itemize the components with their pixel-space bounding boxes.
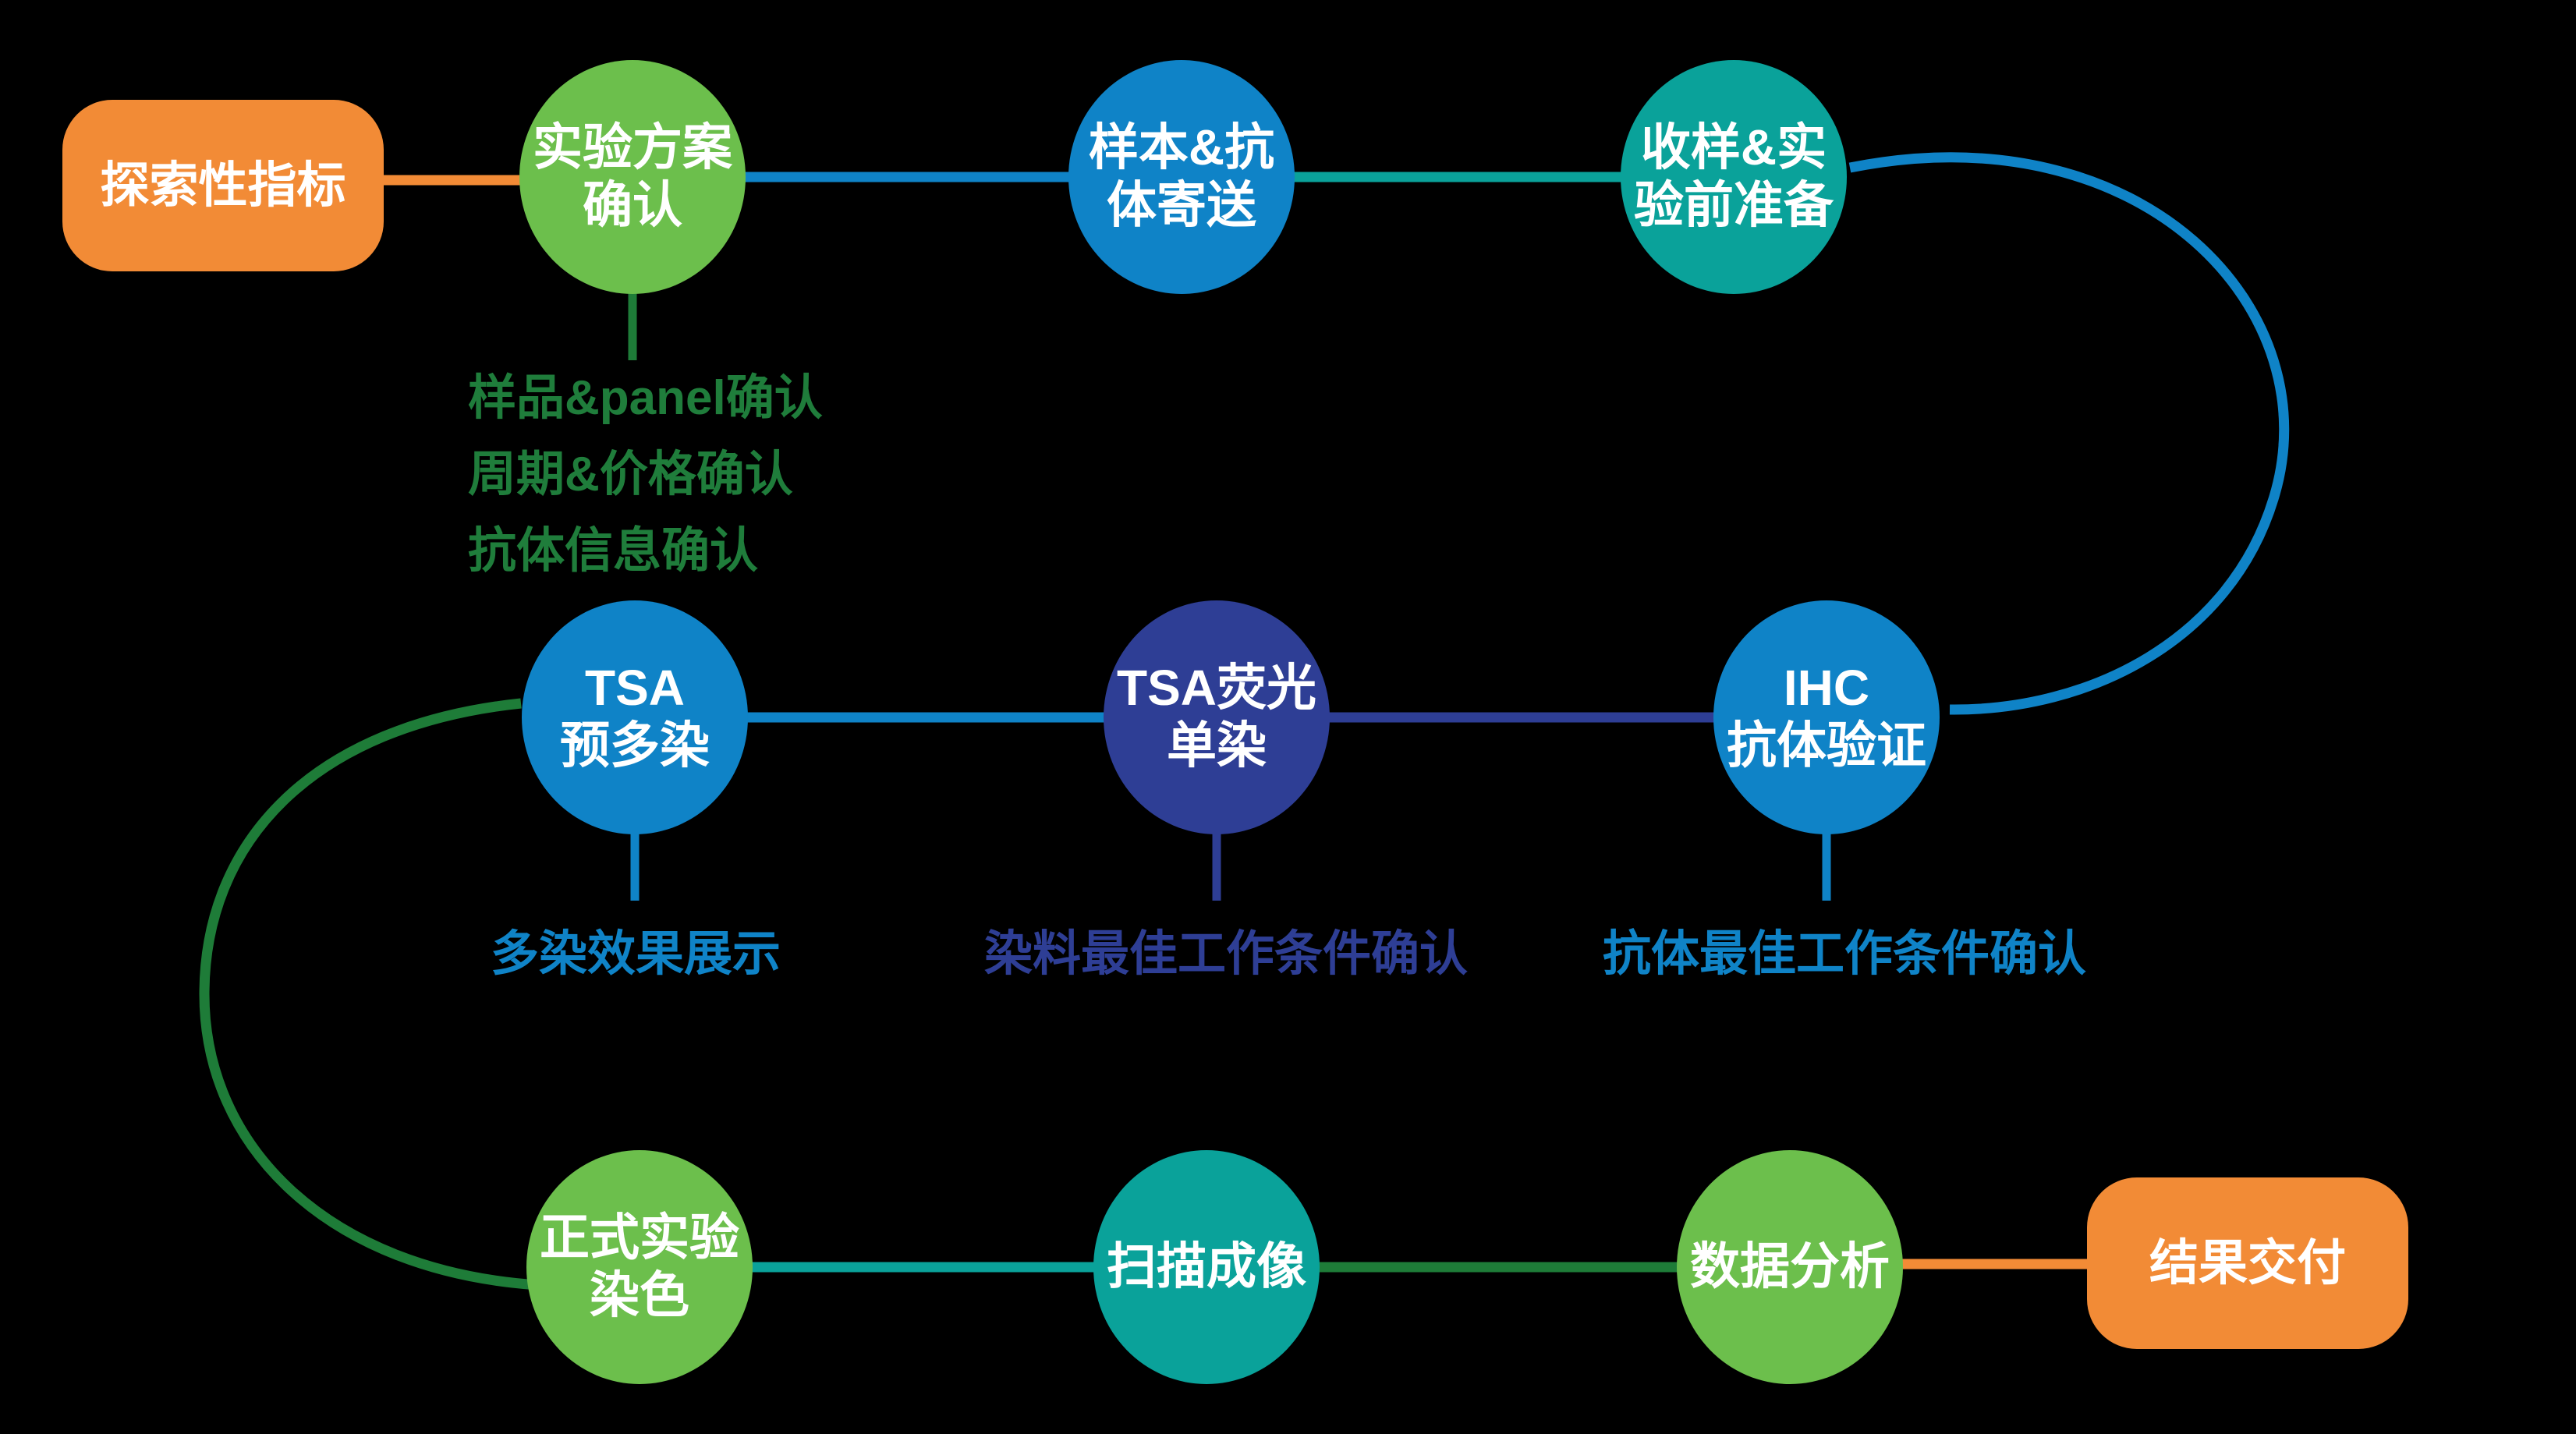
- node-label-line: 单染: [1167, 717, 1267, 774]
- node-label-line: 收样&实: [1640, 119, 1827, 176]
- connector-tsapre-formal-curve: [199, 698, 539, 1291]
- node-label-line: 样本&抗: [1088, 119, 1275, 176]
- node-label-line: 染色: [590, 1267, 689, 1323]
- node-result-delivery: 结果交付: [2087, 1177, 2408, 1349]
- node-label-line: 数据分析: [1690, 1238, 1890, 1295]
- node-label-line: 体寄送: [1107, 177, 1256, 233]
- node-sample-antibody-send: 样本&抗 体寄送: [1068, 60, 1295, 294]
- note-antibody-condition: 抗体最佳工作条件确认: [1602, 927, 2087, 981]
- note-multiplex-effect: 多染效果展示: [490, 927, 781, 981]
- node-label-line: 实验方案: [533, 119, 732, 176]
- connector-receive-ihc-curve: [1848, 152, 2290, 715]
- node-tsa-fluor-single: TSA荧光 单染: [1104, 600, 1330, 834]
- node-label-line: 正式实验: [540, 1209, 739, 1266]
- node-label-line: IHC: [1783, 660, 1870, 717]
- note-plan-details-line: 抗体信息确认: [468, 523, 759, 578]
- node-label-line: TSA: [585, 660, 685, 717]
- node-label-line: 验前准备: [1634, 177, 1834, 233]
- node-experiment-plan-confirm: 实验方案 确认: [519, 60, 746, 294]
- node-formal-staining: 正式实验 染色: [526, 1150, 753, 1384]
- node-label-line: 结果交付: [2149, 1235, 2346, 1291]
- node-tsa-pre-multiplex: TSA 预多染: [522, 600, 748, 834]
- node-scan-imaging: 扫描成像: [1093, 1150, 1320, 1384]
- node-label-line: 扫描成像: [1107, 1238, 1306, 1295]
- node-label-line: 探索性指标: [100, 158, 346, 213]
- note-plan-details-line: 周期&价格确认: [468, 447, 793, 501]
- node-data-analysis: 数据分析: [1677, 1150, 1903, 1384]
- note-dye-condition: 染料最佳工作条件确认: [983, 927, 1469, 981]
- node-label-line: 预多染: [560, 717, 710, 774]
- node-label-line: TSA荧光: [1117, 660, 1316, 717]
- node-label-line: 确认: [583, 177, 682, 233]
- node-label-line: 抗体验证: [1727, 717, 1926, 774]
- node-exploratory-marker: 探索性指标: [62, 100, 384, 271]
- node-sample-receive-prep: 收样&实 验前准备: [1621, 60, 1847, 294]
- note-plan-details-line: 样品&panel确认: [468, 371, 823, 425]
- note-plan-details: 样品&panel确认 周期&价格确认 抗体信息确认: [468, 360, 823, 590]
- node-ihc-antibody-validation: IHC 抗体验证: [1713, 600, 1940, 834]
